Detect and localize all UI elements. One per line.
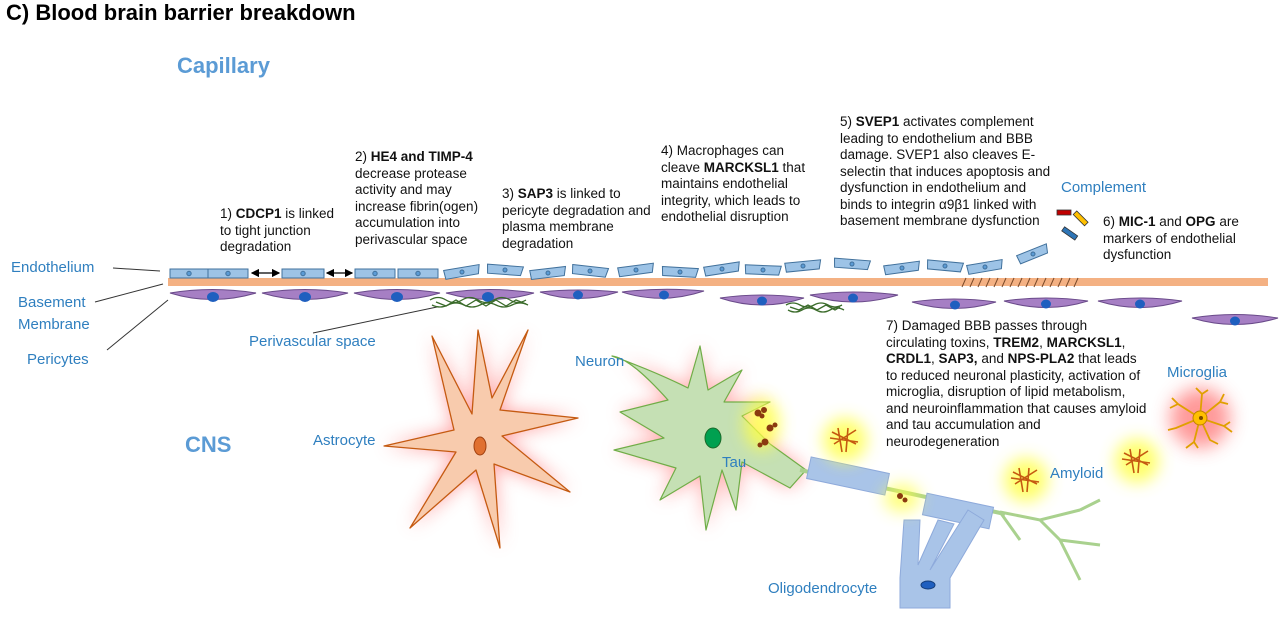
astrocyte <box>383 329 579 549</box>
astrocyte-label: Astrocyte <box>313 432 376 449</box>
endothelium-disrupted <box>442 243 1049 281</box>
note-7-damaged-bbb: 7) Damaged BBB passes through circulatin… <box>886 318 1147 449</box>
fibrin-deposits <box>429 296 845 313</box>
basement-membrane-damage <box>961 277 1079 288</box>
note-3-sap3: 3) SAP3 is linked to pericyte degradatio… <box>502 186 651 251</box>
tau-label: Tau <box>722 454 747 471</box>
note-6-mic1-opg: 6) MIC-1 and OPG are markers of endothel… <box>1103 214 1239 262</box>
note-1-cdcp1: 1) CDCP1 is linked to tight junction deg… <box>220 206 335 254</box>
capillary-label: Capillary <box>177 53 270 78</box>
oligodendrocyte <box>899 509 985 609</box>
neuron-label: Neuron <box>575 353 625 370</box>
microglia <box>1167 387 1233 449</box>
oligodendrocyte-label: Oligodendrocyte <box>768 580 878 597</box>
amyloid-label: Amyloid <box>1050 465 1104 482</box>
microglia-label: Microglia <box>1167 364 1228 381</box>
note-4-marcksl1: 4) Macrophages can cleave MARCKSL1 that … <box>661 143 806 224</box>
note-2-he4-timp4: 2) HE4 and TIMP-4 decrease protease acti… <box>355 149 479 247</box>
perivascular-space-label: Perivascular space <box>249 333 376 350</box>
pericytes-label: Pericytes <box>27 351 89 368</box>
label-pointer-lines <box>94 267 438 351</box>
figure-title: C) Blood brain barrier breakdown <box>6 0 356 25</box>
endothelium-label: Endothelium <box>11 259 95 276</box>
basement-membrane <box>168 278 1268 286</box>
neuron <box>611 345 1101 581</box>
tau-aggregates <box>744 398 920 512</box>
complement-proteins <box>1056 209 1089 241</box>
endothelium-intact <box>169 268 439 279</box>
basement-membrane-label-line1: Basement <box>18 294 86 311</box>
basement-membrane-label-line2: Membrane <box>18 316 90 333</box>
note-5-svep1: 5) SVEP1 activates complement leading to… <box>840 114 1051 228</box>
cns-label: CNS <box>185 432 232 457</box>
amyloid-plaques <box>823 418 1159 502</box>
complement-label: Complement <box>1061 179 1147 196</box>
